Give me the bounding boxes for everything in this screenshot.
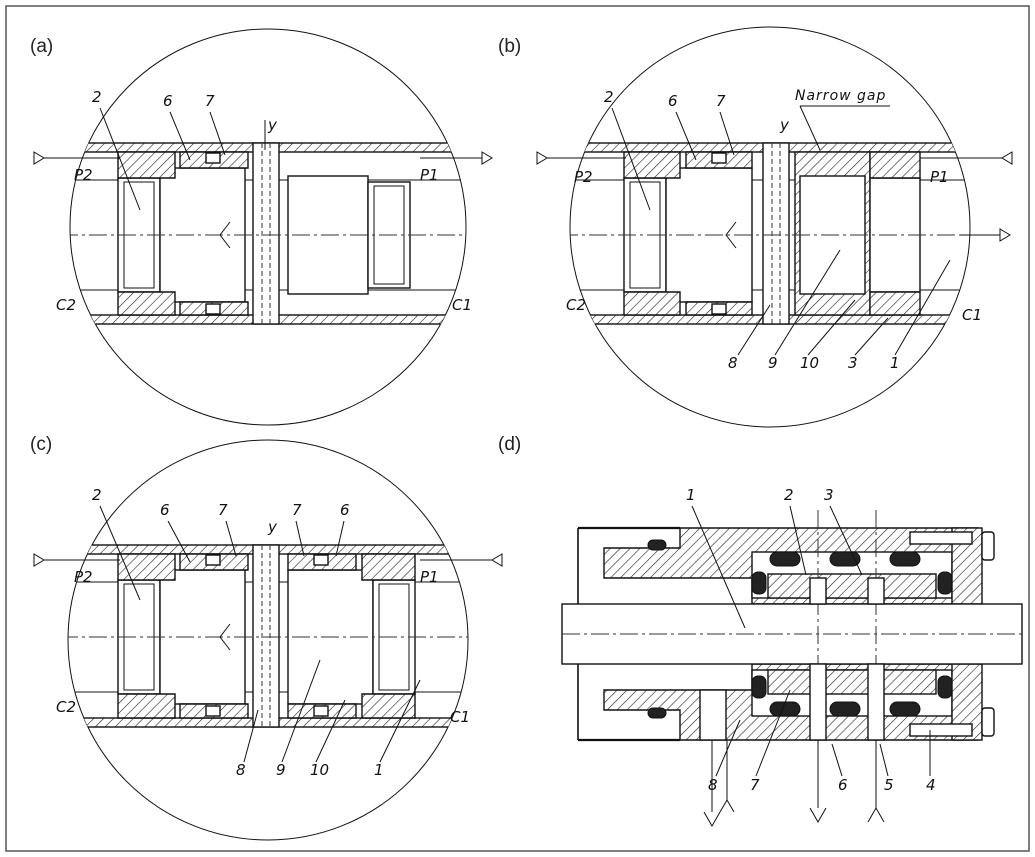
panel-b-part-1: 1 (890, 354, 900, 372)
panel-d-port-arrows (703, 740, 885, 828)
panel-b: (b) (498, 26, 1013, 428)
panel-a-label: (a) (30, 36, 53, 57)
panel-b-part-10: 10 (800, 354, 819, 372)
panel-d-label: (d) (498, 434, 521, 455)
panel-b-part-9: 9 (768, 354, 778, 372)
panel-a-chamber-c2: C2 (56, 296, 76, 314)
panel-c-part-6b: 6 (340, 501, 350, 519)
panel-c-axis-y: y (267, 518, 278, 536)
panel-b-part-8: 8 (728, 354, 738, 372)
panel-c-part-10: 10 (310, 761, 329, 779)
panel-b-part-3: 3 (848, 354, 858, 372)
panel-d-seals (647, 539, 953, 719)
panel-d-part-1: 1 (686, 486, 696, 504)
panel-d-part-6: 6 (838, 776, 848, 794)
panel-a-pressure-p2: P2 (74, 166, 93, 184)
panel-a-part-2: 2 (92, 88, 102, 106)
panel-b-axis-y: y (779, 116, 790, 134)
panel-a-part-7: 7 (205, 92, 215, 110)
panel-d: (d) (498, 434, 1023, 828)
panel-a-chamber-c1: C1 (452, 296, 472, 314)
panel-b-chamber-c2: C2 (566, 296, 586, 314)
panel-c-part-8: 8 (236, 761, 246, 779)
panel-a: (a) (30, 28, 493, 426)
panel-a-pin (252, 142, 280, 325)
panel-c-label: (c) (30, 434, 52, 455)
panel-b-pressure-arrows (536, 151, 1013, 242)
panel-d-part-3: 3 (824, 486, 834, 504)
panel-c-chamber-c1: C1 (450, 708, 470, 726)
panel-a-part-6: 6 (163, 92, 173, 110)
panel-b-part-2: 2 (604, 88, 614, 106)
panel-b-part-6: 6 (668, 92, 678, 110)
panel-b-part-7: 7 (716, 92, 726, 110)
panel-d-part-4: 4 (926, 776, 936, 794)
panel-c-part-6a: 6 (160, 501, 170, 519)
panel-d-part-8: 8 (708, 776, 718, 794)
panel-c-part-1: 1 (374, 761, 384, 779)
panel-c-part-9: 9 (276, 761, 286, 779)
panel-b-label: (b) (498, 36, 521, 57)
panel-a-detail-circle (69, 28, 467, 426)
panel-d-part-2: 2 (784, 486, 794, 504)
panel-c-chamber-c2: C2 (56, 698, 76, 716)
panel-b-pressure-p1: P1 (930, 168, 949, 186)
panel-a-left-spool (159, 167, 246, 303)
panel-c-part-7b: 7 (292, 501, 302, 519)
figure-frame (5, 5, 1030, 852)
panel-d-part-5: 5 (884, 776, 894, 794)
panel-b-chamber-c1: C1 (962, 306, 982, 324)
panel-a-pressure-arrows (33, 151, 493, 165)
panel-b-narrow-gap-note: Narrow gap (795, 88, 886, 104)
panel-d-part-7: 7 (750, 776, 760, 794)
panel-a-axis-y: y (267, 116, 278, 134)
panel-b-detail-circle (569, 26, 971, 428)
panel-c-part-7a: 7 (218, 501, 228, 519)
panel-a-pressure-p1: P1 (420, 166, 439, 184)
panel-c-pressure-p2: P2 (74, 568, 93, 586)
panel-c-pressure-arrows (33, 553, 503, 567)
panel-c-pressure-p1: P1 (420, 568, 439, 586)
panel-b-pressure-p2: P2 (574, 168, 593, 186)
panel-c-detail-circle (67, 439, 469, 841)
panel-c: (c) (30, 434, 503, 841)
panel-c-part-2: 2 (92, 486, 102, 504)
